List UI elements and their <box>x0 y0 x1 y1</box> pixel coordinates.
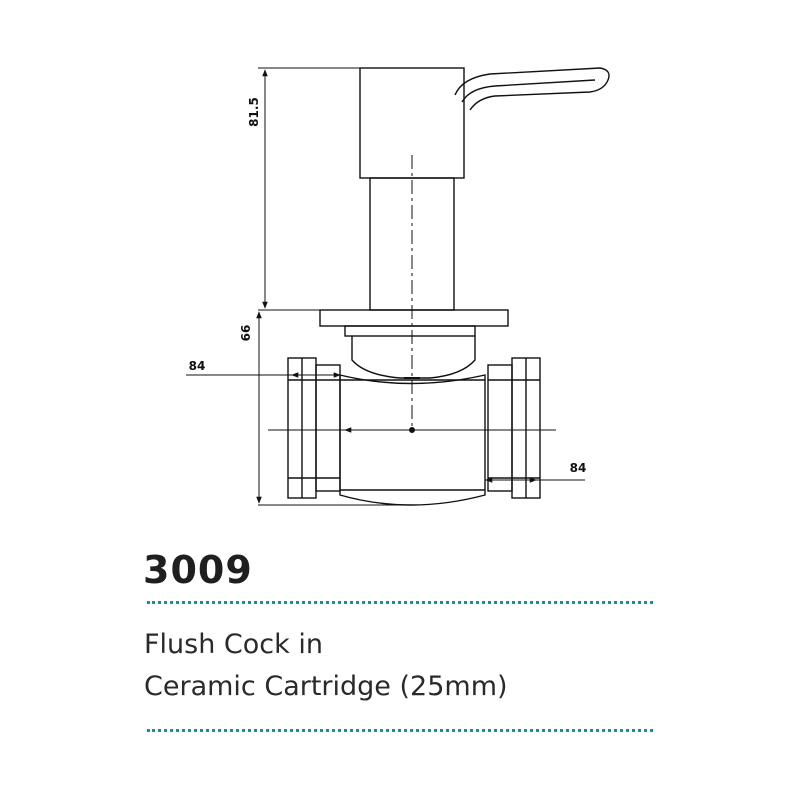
product-description-line-2: Ceramic Cartridge (25mm) <box>144 671 508 702</box>
product-code: 3009 <box>143 548 253 592</box>
dimension-labels: 81.5 66 84 84 <box>189 97 587 475</box>
product-description-line-1: Flush Cock in <box>144 629 323 660</box>
dim-label-width-left: 84 <box>189 359 206 373</box>
flush-cock-body <box>287 67 610 506</box>
dotted-divider-top <box>147 601 653 604</box>
center-lines <box>268 155 556 433</box>
dimension-lines <box>186 67 585 506</box>
technical-drawing: 81.5 66 84 84 <box>186 67 610 506</box>
dim-label-height-lower: 66 <box>239 325 253 342</box>
dotted-divider-bottom <box>147 729 653 732</box>
product-description: Flush Cock in Ceramic Cartridge (25mm) <box>144 624 508 708</box>
dim-label-height-upper: 81.5 <box>247 97 261 127</box>
dim-label-width-right: 84 <box>570 461 587 475</box>
